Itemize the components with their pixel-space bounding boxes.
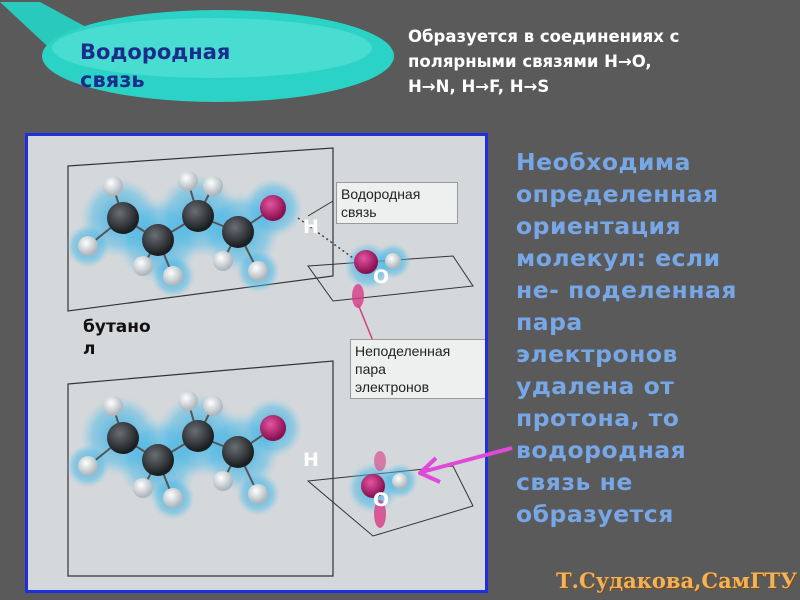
atom-h-top: H [303, 216, 319, 238]
plane-bottom [67, 360, 334, 577]
slide-title: Водородная связь [80, 38, 300, 94]
atom-o-bottom: O [373, 489, 390, 511]
explanation-line: пара [516, 308, 583, 336]
top-note-line: Образуется в соединениях с [408, 27, 680, 46]
molecule-illustration [66, 147, 474, 577]
bottom-acceptor [347, 451, 418, 528]
title-line-1: Водородная [80, 40, 231, 64]
plane-top [67, 147, 334, 312]
title-bubble [0, 2, 394, 102]
explanation-line: ориентация [516, 212, 682, 240]
leader-hbond [307, 200, 334, 217]
author-signature: Т.Судакова,СамГТУ [556, 568, 798, 593]
top-note-line: H→N, H→F, H→S [408, 77, 550, 96]
pointer-arrow [418, 446, 513, 484]
label-line: Водородная [341, 186, 421, 202]
hydrogen-bond-line [297, 217, 354, 259]
label-line: связь [341, 204, 377, 220]
top-molecule [66, 171, 303, 298]
explanation-line: водородная [516, 436, 687, 464]
explanation-line: не- поделенная [516, 276, 737, 304]
bottom-molecule [66, 391, 303, 520]
molecule-name: бутанол [83, 317, 151, 359]
explanation-line: Необходима [516, 148, 691, 176]
top-note: Образуется в соединениях с полярными свя… [408, 24, 793, 99]
leader-lone-pair [357, 303, 374, 342]
label-line: электронов [355, 379, 430, 395]
explanation-line: образуется [516, 500, 674, 528]
label-lone-pair: Неподеленная пара электронов [350, 339, 485, 399]
label-line: Неподеленная [355, 343, 451, 359]
top-acceptor [297, 217, 411, 308]
atom-o-top: O [373, 266, 390, 288]
explanation-line: протона, то [516, 404, 680, 432]
explanation-text: Необходима определенная ориентация молек… [516, 146, 786, 530]
explanation-line: связь не [516, 468, 633, 496]
top-note-line: полярными связями H→O, [408, 52, 652, 71]
label-hydrogen-bond: Водородная связь [336, 182, 458, 224]
title-line-2: связь [80, 68, 145, 92]
explanation-line: молекул: если [516, 244, 721, 272]
molecule-figure: Водородная связь Неподеленная пара элект… [25, 133, 488, 593]
atom-h-bottom: H [303, 449, 319, 471]
explanation-line: электронов [516, 340, 678, 368]
explanation-line: удалена от [516, 372, 675, 400]
label-line: пара [355, 361, 386, 377]
explanation-line: определенная [516, 180, 719, 208]
